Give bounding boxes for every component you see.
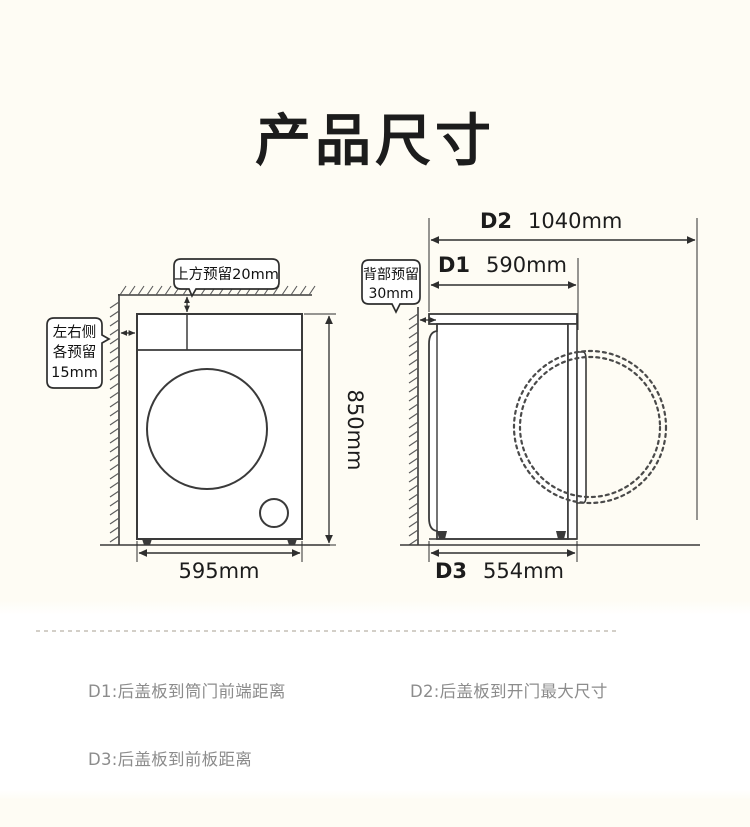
callout-side-clearance-line3: 15mm: [51, 365, 98, 381]
legend-d3: D3:后盖板到前板距离: [88, 750, 253, 769]
d2-value-label: 1040mm: [528, 209, 622, 233]
door-swing-circle: [512, 349, 668, 505]
callout-top-clearance: 上方预留20mm: [173, 258, 280, 298]
callout-back-clearance-line2: 30mm: [368, 286, 413, 302]
width-dimension-front: [136, 541, 303, 562]
front-view-group: [100, 285, 336, 562]
left-wall-hatch: [109, 294, 120, 545]
d1-code-label: D1: [438, 253, 470, 277]
callout-back-clearance: 背部预留 30mm: [361, 259, 421, 314]
side-view-group: [400, 218, 700, 562]
callout-back-clearance-line1: 背部预留: [363, 267, 419, 283]
callout-side-clearance: 左右侧 各预留 15mm: [46, 317, 111, 389]
callout-top-clearance-label: 上方预留20mm: [174, 266, 279, 283]
callout-side-clearance-line1: 左右侧: [53, 324, 97, 341]
washer-front-body: [136, 313, 303, 545]
legend-d2: D2:后盖板到开门最大尺寸: [410, 682, 608, 701]
legend-d1: D1:后盖板到筒门前端距离: [88, 682, 286, 701]
height-dimension-front: [304, 313, 336, 546]
d1-value-label: 590mm: [486, 253, 567, 277]
callout-side-clearance-line2: 各预留: [53, 344, 97, 361]
d2-code-label: D2: [480, 209, 512, 233]
d3-code-label: D3: [435, 559, 467, 583]
d1-dimension: [428, 258, 579, 330]
page-title: 产品尺寸: [255, 109, 495, 174]
front-height-label: 850mm: [343, 390, 367, 471]
back-wall-hatch: [408, 307, 419, 546]
d3-value-label: 554mm: [483, 559, 564, 583]
washer-side-body: [428, 313, 587, 540]
front-width-label: 595mm: [179, 559, 260, 583]
d3-dimension: [428, 541, 578, 562]
door-circle-front: [146, 368, 268, 490]
filter-cap-circle: [259, 498, 289, 528]
